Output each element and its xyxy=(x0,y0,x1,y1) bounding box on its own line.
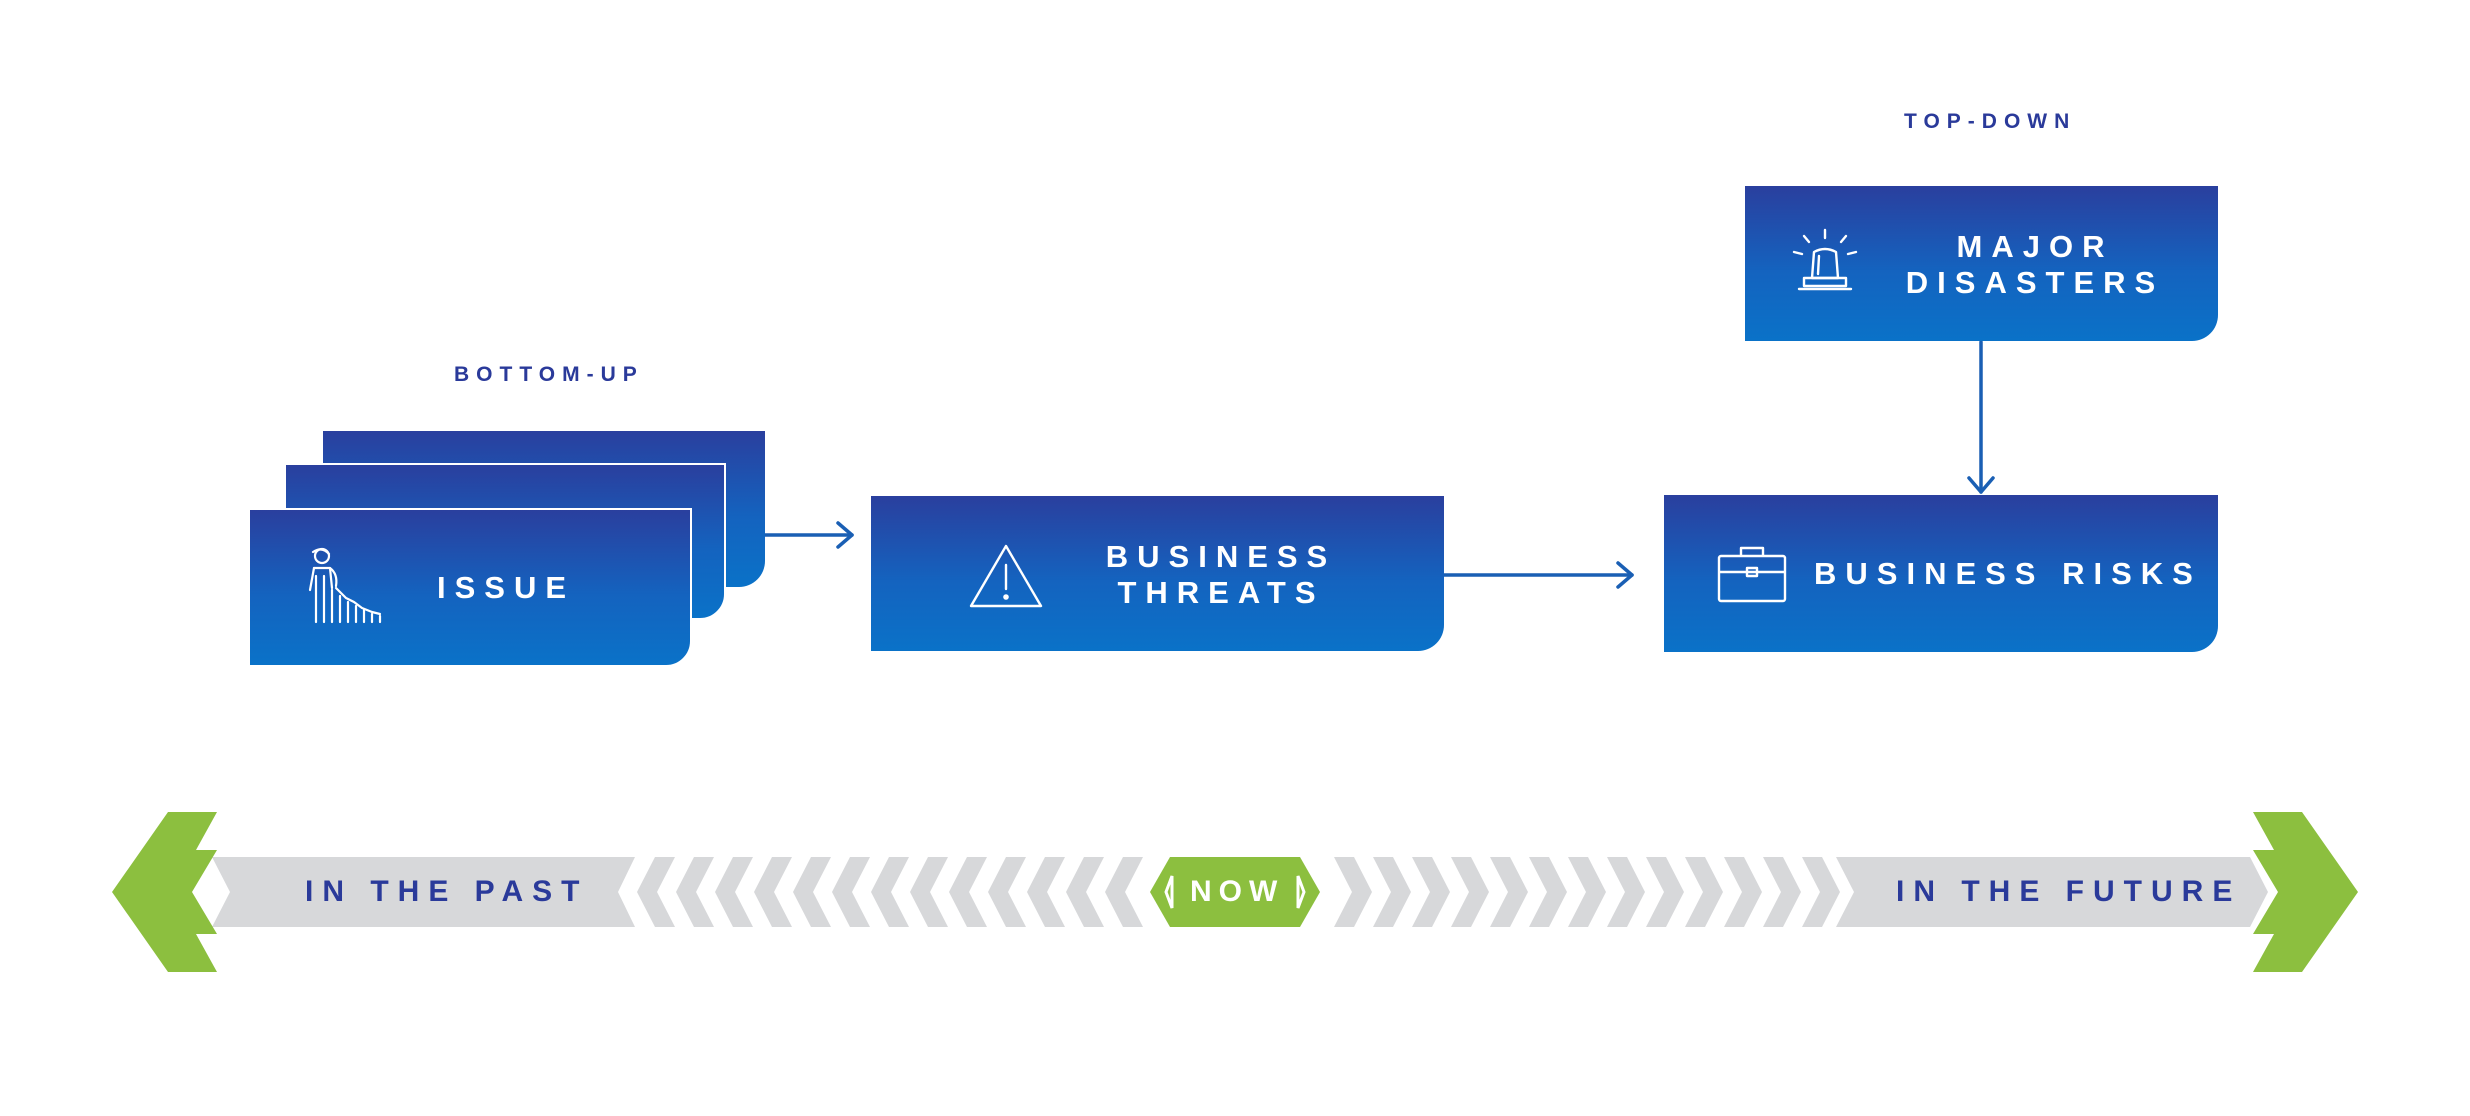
past-arrowhead xyxy=(112,812,217,972)
business-threats-box: BUSINESS THREATS xyxy=(871,496,1444,651)
now-right-tick xyxy=(1296,875,1306,909)
issue-box: ISSUE xyxy=(248,508,692,667)
in-the-past-label: IN THE PAST xyxy=(305,875,589,908)
warning-triangle-icon xyxy=(969,544,1043,608)
future-chevrons xyxy=(1334,857,1840,927)
now-left-tick xyxy=(1164,875,1174,909)
business-threats-title: BUSINESS THREATS xyxy=(1071,539,1371,611)
now-badge xyxy=(1150,857,1320,927)
past-band xyxy=(212,857,635,927)
future-arrowhead xyxy=(2253,812,2358,972)
bottom-up-label: BOTTOM-UP xyxy=(454,363,644,386)
future-band xyxy=(1836,857,2268,927)
business-threats-line1: BUSINESS xyxy=(1105,539,1337,574)
person-declining-chart-icon xyxy=(308,547,382,624)
business-threats-line2: THREATS xyxy=(1117,575,1325,610)
business-risks-box: BUSINESS RISKS xyxy=(1664,495,2218,652)
major-disasters-line1: MAJOR xyxy=(1956,229,2114,264)
top-down-label: TOP-DOWN xyxy=(1904,110,2077,133)
past-chevrons xyxy=(637,857,1143,927)
siren-icon xyxy=(1792,228,1858,291)
in-the-future-label: IN THE FUTURE xyxy=(1896,875,2242,908)
issue-title: ISSUE xyxy=(437,570,576,605)
major-disasters-line2: DISASTERS xyxy=(1905,265,2165,300)
major-disasters-title: MAJOR DISASTERS xyxy=(1885,229,2185,301)
briefcase-icon xyxy=(1717,546,1787,603)
major-disasters-box: MAJOR DISASTERS xyxy=(1745,186,2218,341)
now-label: NOW xyxy=(1190,875,1285,908)
business-risks-title: BUSINESS RISKS xyxy=(1814,556,2202,591)
